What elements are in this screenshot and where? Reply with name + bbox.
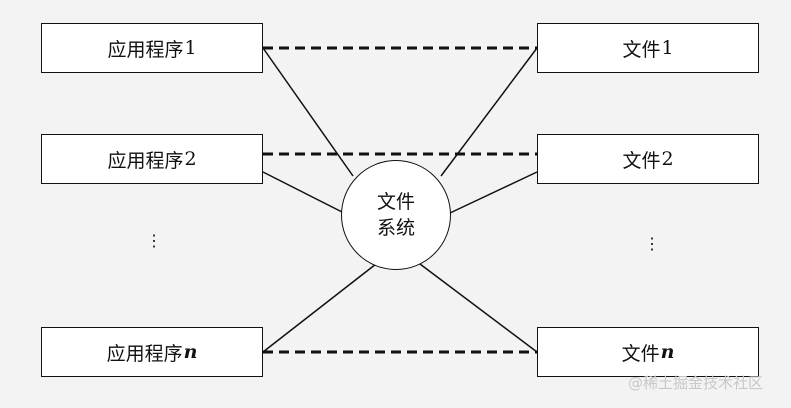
file-system-label-line2: 系统 <box>376 217 415 239</box>
fs-to-filen-line <box>419 263 538 353</box>
file-box-2-suffix: 2 <box>661 148 674 170</box>
app-box-n-label: 应用程序 <box>106 342 183 365</box>
file-system-label-line1: 文件 <box>376 191 415 213</box>
app-ellipsis: ⋮ <box>146 231 162 250</box>
app-box-1-suffix: 1 <box>184 37 197 59</box>
app-box-2-suffix: 2 <box>184 148 197 170</box>
file-box-1-label: 文件 <box>622 38 661 61</box>
file-box-2-label: 文件 <box>622 149 661 172</box>
app-box-2-label: 应用程序 <box>107 149 184 172</box>
fs-to-file1-line <box>440 47 538 177</box>
file-box-n-suffix: n <box>660 341 675 363</box>
file-ellipsis: ⋮ <box>644 234 660 253</box>
app-box-n-suffix: n <box>183 341 198 363</box>
app1-to-fs-line <box>262 47 354 177</box>
appn-to-fs-line <box>262 263 377 353</box>
file-box-n-label: 文件 <box>621 342 660 365</box>
watermark: @稀土掘金技术社区 <box>628 374 764 392</box>
file-box-1-suffix: 1 <box>661 37 674 59</box>
app2-to-fs-line <box>262 171 345 214</box>
fs-to-file2-line <box>449 171 538 214</box>
file-system-node: 文件 系统 <box>341 160 451 270</box>
app-box-1-label: 应用程序 <box>107 38 184 61</box>
